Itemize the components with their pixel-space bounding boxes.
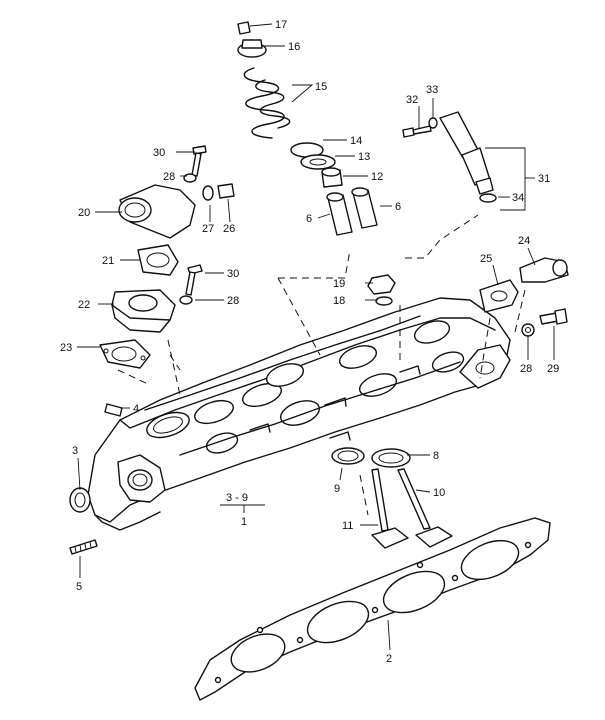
part-29-bolt: [539, 308, 568, 325]
head-gasket: [194, 517, 551, 701]
callout-4: 4: [133, 403, 139, 415]
part-5-stud: [69, 539, 98, 555]
intake-port-3: [242, 382, 282, 408]
part-34-o-ring: [479, 193, 497, 203]
intake-port-8: [431, 351, 465, 373]
leader-lines: [77, 23, 555, 651]
callout-1: 1: [241, 516, 247, 528]
part-19-nut: [367, 274, 396, 295]
part-15-valve-springs: [243, 67, 291, 139]
callout-28-lower: 28: [227, 295, 239, 307]
part-21-gasket: [137, 244, 179, 276]
cylinder-head: [87, 297, 511, 531]
callout-labels: 17 16 15 14 13 12 6 6 30 28 20 27 26 21 …: [60, 19, 559, 665]
gasket-bore-2: [306, 600, 370, 644]
part-33-washer: [428, 117, 438, 129]
callout-9: 9: [334, 483, 340, 495]
part-8-valve-seat: [371, 448, 411, 468]
callout-8: 8: [433, 450, 439, 462]
gasket-bore-3: [382, 570, 446, 614]
callout-21: 21: [102, 255, 114, 267]
part-30-bolt-lower: [185, 264, 203, 296]
part-6-valve-guide-right: [351, 187, 378, 229]
callout-6-left: 6: [306, 213, 312, 225]
part-28-washer-upper: [183, 173, 197, 183]
callout-13: 13: [358, 151, 370, 163]
callout-15: 15: [315, 81, 327, 93]
assembly-lines: [117, 214, 526, 516]
callout-31: 31: [538, 173, 550, 185]
intake-port-1: [146, 411, 190, 439]
part-3-plug: [69, 487, 91, 513]
callout-28-right: 28: [520, 363, 532, 375]
part-6-valve-guide-left: [326, 192, 353, 236]
intake-port-6: [358, 373, 398, 397]
part-24-sensor: [519, 257, 569, 283]
callout-30-lower: 30: [227, 268, 239, 280]
intake-port-5: [338, 345, 378, 369]
callout-6-right: 6: [395, 201, 401, 213]
part-9-valve-seat: [331, 447, 365, 465]
callout-2: 2: [386, 653, 392, 665]
part-20-water-neck: [118, 184, 196, 239]
callout-19: 19: [333, 278, 345, 290]
part-25-plate: [479, 279, 519, 313]
callout-33: 33: [426, 84, 438, 96]
part-10-valve: [397, 468, 453, 548]
part-16-retainer: [237, 39, 267, 58]
callout-29: 29: [547, 363, 559, 375]
callout-23: 23: [60, 342, 72, 354]
part-23-gasket: [99, 339, 151, 369]
gasket-bore-1: [230, 633, 286, 673]
callout-12: 12: [371, 171, 383, 183]
callout-20: 20: [78, 207, 90, 219]
part-4-dowel-pin: [104, 403, 123, 417]
intake-port-2: [194, 399, 234, 425]
callout-18: 18: [333, 295, 345, 307]
callout-34: 34: [512, 192, 524, 204]
callout-30-upper: 30: [153, 147, 165, 159]
callout-11: 11: [342, 520, 353, 532]
intake-port-7: [413, 320, 451, 344]
part-32-bolt: [402, 125, 432, 138]
callout-10: 10: [433, 487, 445, 499]
part-17-keepers: [237, 21, 251, 35]
part-13-shim: [300, 154, 336, 170]
callout-32: 32: [406, 94, 418, 106]
part-11-valve: [371, 468, 409, 549]
callout-17: 17: [275, 19, 287, 31]
callout-3: 3: [72, 445, 78, 457]
part-28-washer-lower: [179, 295, 193, 305]
part-18-washer: [375, 296, 393, 306]
gasket-bore-4: [460, 539, 520, 581]
callout-22: 22: [78, 299, 90, 311]
part-26-plug: [217, 183, 235, 199]
callout-16: 16: [288, 41, 300, 53]
callout-27: 27: [202, 223, 214, 235]
callout-14: 14: [350, 135, 362, 147]
callout-24: 24: [518, 235, 530, 247]
callout-25: 25: [480, 253, 492, 265]
part-12-seal: [321, 167, 343, 188]
callout-28-upper: 28: [163, 171, 175, 183]
part-31-injector: [439, 111, 494, 195]
part-30-bolt-upper: [191, 145, 207, 177]
part-27-washer: [202, 185, 214, 201]
callout-5: 5: [76, 581, 82, 593]
part-28-washer-right: [521, 323, 535, 337]
callout-26: 26: [223, 223, 235, 235]
callout-3-9: 3 - 9: [226, 492, 248, 504]
part-22-flange: [111, 289, 176, 333]
